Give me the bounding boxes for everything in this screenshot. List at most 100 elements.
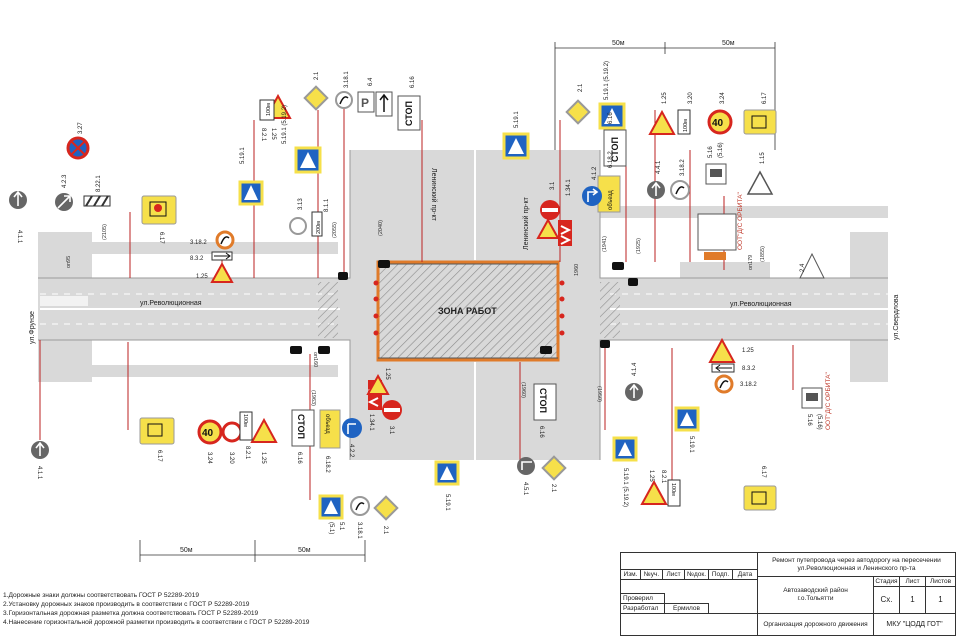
roadworks-sign-icon xyxy=(210,261,234,283)
lamp xyxy=(559,330,565,336)
svg-text:(1925): (1925) xyxy=(636,238,642,254)
road-markings xyxy=(40,150,888,460)
sign-code: 6.17 xyxy=(158,232,164,244)
sign-code: 6.16 xyxy=(410,76,416,88)
sign-code: (5.16) xyxy=(816,414,822,430)
sign-code: 1.25 xyxy=(270,128,276,140)
company: МКУ "ЦОДД ГОТ" xyxy=(873,613,955,635)
height-limit-sign-icon xyxy=(289,217,307,235)
priority-road-sign-icon xyxy=(541,455,567,481)
bus-stop-pavilion xyxy=(697,213,737,251)
stop-line-sign-icon xyxy=(291,409,315,447)
traffic-light xyxy=(378,260,390,268)
lamp xyxy=(373,330,379,336)
sign-code: 3.1 xyxy=(550,181,556,190)
bus-bay-north xyxy=(680,262,770,278)
svg-text:(2055): (2055) xyxy=(332,222,338,238)
note-line: 3.Горизонтальная дорожная разметка должн… xyxy=(3,610,259,617)
crosswalk-frunze xyxy=(40,296,88,306)
sheets-label: Листов xyxy=(925,577,955,587)
sign-code: 6.16 xyxy=(608,112,614,124)
sign-code: 1.25 xyxy=(742,348,754,354)
blank-row xyxy=(621,613,757,635)
speed-limit-value: 40 xyxy=(202,428,214,439)
work-zone-label: ЗОНА РАБОТ xyxy=(438,306,497,316)
plate-200m: 200м xyxy=(316,221,322,234)
lamp xyxy=(373,313,379,319)
svg-text:оп179: оп179 xyxy=(748,255,754,270)
roadworks-sign-icon xyxy=(536,217,560,239)
detour-direction-sign-icon xyxy=(319,409,341,449)
distance-label: 50м xyxy=(722,40,735,47)
plate-100m: 100м xyxy=(242,414,248,427)
sheet-value: 1 xyxy=(899,587,925,613)
lamp xyxy=(559,313,565,319)
slippery-road-sign-icon xyxy=(746,170,774,195)
sign-code: 6.4 xyxy=(368,77,374,86)
no-left-turn-sign-icon xyxy=(670,180,690,200)
lamp xyxy=(373,296,379,302)
street-leninsky-west: Ленинский пр-кт xyxy=(430,168,438,222)
sign-code: 5.1 xyxy=(338,522,344,531)
sign-code: 1.25 xyxy=(196,274,208,280)
sign-code: 3.24 xyxy=(720,92,726,104)
sign-code: 8.2.1 xyxy=(244,446,250,460)
stop-text: СТОП xyxy=(404,101,414,126)
col-izm: Изм. xyxy=(621,569,641,579)
priority-road-sign-icon xyxy=(373,495,399,521)
lamp xyxy=(559,280,565,286)
checked-label: Проверил xyxy=(621,593,665,603)
sign-code: 4.1.4 xyxy=(632,362,638,376)
sign-code: 3.13 xyxy=(298,198,304,210)
sheet-label: Лист xyxy=(899,577,925,587)
roadworks-sign-icon xyxy=(708,337,736,363)
sign-code: 3.20 xyxy=(688,92,694,104)
sign-code: 4.1.1 xyxy=(16,230,22,244)
distance-plate-icon xyxy=(311,211,323,237)
sign-code: 3.27 xyxy=(78,122,84,134)
col-list: Лист xyxy=(663,569,685,579)
svg-text:оп160: оп160 xyxy=(312,352,318,367)
detour-plate: объезд xyxy=(324,414,330,434)
service-road-north-east xyxy=(600,206,888,218)
priority-road-sign-icon xyxy=(565,99,591,125)
sign-code: 5.19.1 xyxy=(688,436,694,453)
sign-code: 8.2.1 xyxy=(260,128,266,142)
col-ndok: №док. xyxy=(685,569,709,579)
street-sverdlova: ул.Свердлова xyxy=(893,295,900,340)
traffic-light xyxy=(540,346,552,354)
sign-code: 2.4 xyxy=(800,263,806,272)
detour-scheme-sign-icon xyxy=(743,485,777,511)
sign-code: 6.17 xyxy=(156,450,162,462)
sign-code: 6.17 xyxy=(760,466,766,478)
sign-code: 1.25 xyxy=(260,452,266,464)
sign-code: 4.1.1 xyxy=(36,466,42,480)
sign-code: 1.25 xyxy=(662,92,668,104)
signs: 3.27 4.1.1 4.2.3 8.22.1 6.17 3.18.2 8.3.… xyxy=(9,61,823,539)
distance-plate-icon xyxy=(239,411,253,441)
svg-text:(1950): (1950) xyxy=(596,386,602,402)
district: Автозаводский район xyxy=(783,587,848,594)
roadworks-sign-icon xyxy=(640,479,668,505)
general-notes: 1.Дорожные знаки должны соответствовать … xyxy=(3,591,503,627)
developed-label: Разработал xyxy=(621,603,665,613)
sign-code: 6.17 xyxy=(762,92,768,104)
bus-stop-label-north: ООТ"Д/С ОРБИТА" xyxy=(737,191,744,250)
bus-stop-label-south: ООТ"Д/С ОРБИТА" xyxy=(825,371,832,430)
plate-100m: 100м xyxy=(683,119,689,132)
lamp xyxy=(373,280,379,286)
street-revolyutsionnaya-east: ул.Революционная xyxy=(730,301,792,308)
plate-100m: 100м xyxy=(266,103,272,116)
right-turn-sign-icon xyxy=(582,186,602,206)
svg-text:1960: 1960 xyxy=(574,264,580,276)
bus-stop-shelter xyxy=(704,252,726,260)
service-road-south xyxy=(38,365,338,377)
speed-limit-sign-icon xyxy=(707,109,733,135)
sign-code: 2.1 xyxy=(382,526,388,535)
sign-code: 5.19.1 xyxy=(514,111,520,128)
traffic-light xyxy=(338,272,348,280)
sign-code: 4.2.3 xyxy=(62,174,68,188)
right-turn-sign-icon xyxy=(342,418,362,438)
straight-only-sign-icon xyxy=(517,457,535,475)
